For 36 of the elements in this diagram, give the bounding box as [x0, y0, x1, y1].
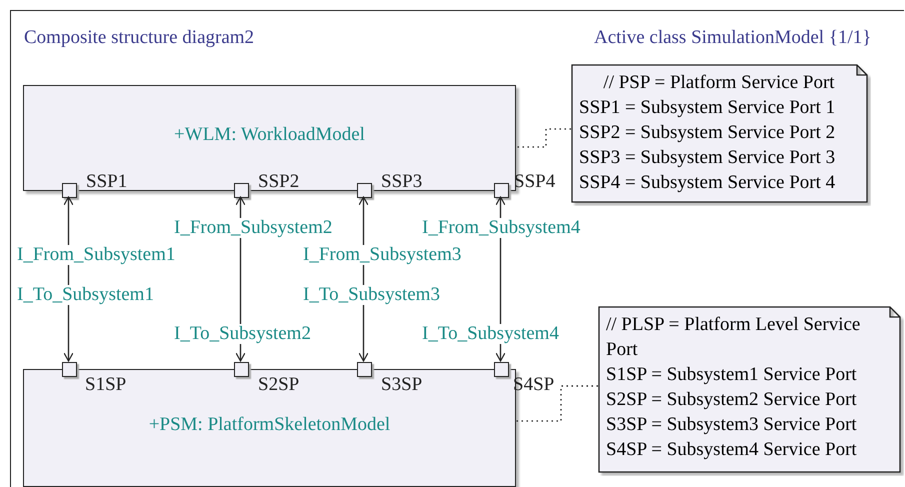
- interface-label: I_From_Subsystem1: [17, 245, 176, 265]
- connector-arrow: [63, 196, 74, 362]
- interface-label: I_To_Subsystem1: [17, 285, 154, 305]
- connector-arrow: [358, 196, 369, 362]
- diagram-frame: [10, 10, 904, 487]
- port-label: SSP4: [514, 171, 556, 193]
- note-text: // PSP = Platform Service Port: [602, 71, 836, 95]
- port-label: SSP1: [86, 171, 128, 193]
- port-label: S1SP: [85, 374, 126, 396]
- note-text: SSP1 = Subsystem Service Port 1: [579, 96, 836, 120]
- interface-label: I_To_Subsystem4: [422, 324, 559, 344]
- port-label: S2SP: [258, 374, 300, 396]
- part-name: +PSM: PlatformSkeletonModel: [148, 414, 392, 436]
- port-label: SSP2: [258, 171, 300, 193]
- interface-label: I_From_Subsystem2: [174, 218, 332, 238]
- interface-label: I_From_Subsystem4: [422, 218, 580, 238]
- note-link: [516, 128, 571, 148]
- interface-label: I_To_Subsystem2: [174, 324, 311, 344]
- note-text: SSP2 = Subsystem Service Port 2: [579, 121, 836, 145]
- note-text: S2SP = Subsystem2 Service Port: [606, 388, 858, 412]
- frame-title: Composite structure diagram2: [24, 27, 254, 49]
- note-text: // PLSP = Platform Level Service Port: [606, 313, 862, 362]
- note-text: SSP3 = Subsystem Service Port 3: [579, 146, 836, 170]
- note-text: S1SP = Subsystem1 Service Port: [606, 363, 858, 387]
- note-text: S3SP = Subsystem3 Service Port: [606, 413, 858, 437]
- interface-label: I_To_Subsystem3: [303, 285, 440, 305]
- part-name: +WLM: WorkloadModel: [173, 124, 366, 146]
- interface-label: I_From_Subsystem3: [303, 245, 462, 265]
- note-link: [516, 385, 598, 422]
- note-text: SSP4 = Subsystem Service Port 4: [579, 171, 836, 195]
- port-label: S3SP: [381, 374, 422, 396]
- connector-arrow: [495, 196, 506, 362]
- active-class-label: Active class SimulationModel {1/1}: [594, 27, 872, 49]
- port-label: SSP3: [381, 171, 422, 193]
- connector-arrow: [235, 196, 246, 362]
- note-text: S4SP = Subsystem4 Service Port: [606, 438, 858, 462]
